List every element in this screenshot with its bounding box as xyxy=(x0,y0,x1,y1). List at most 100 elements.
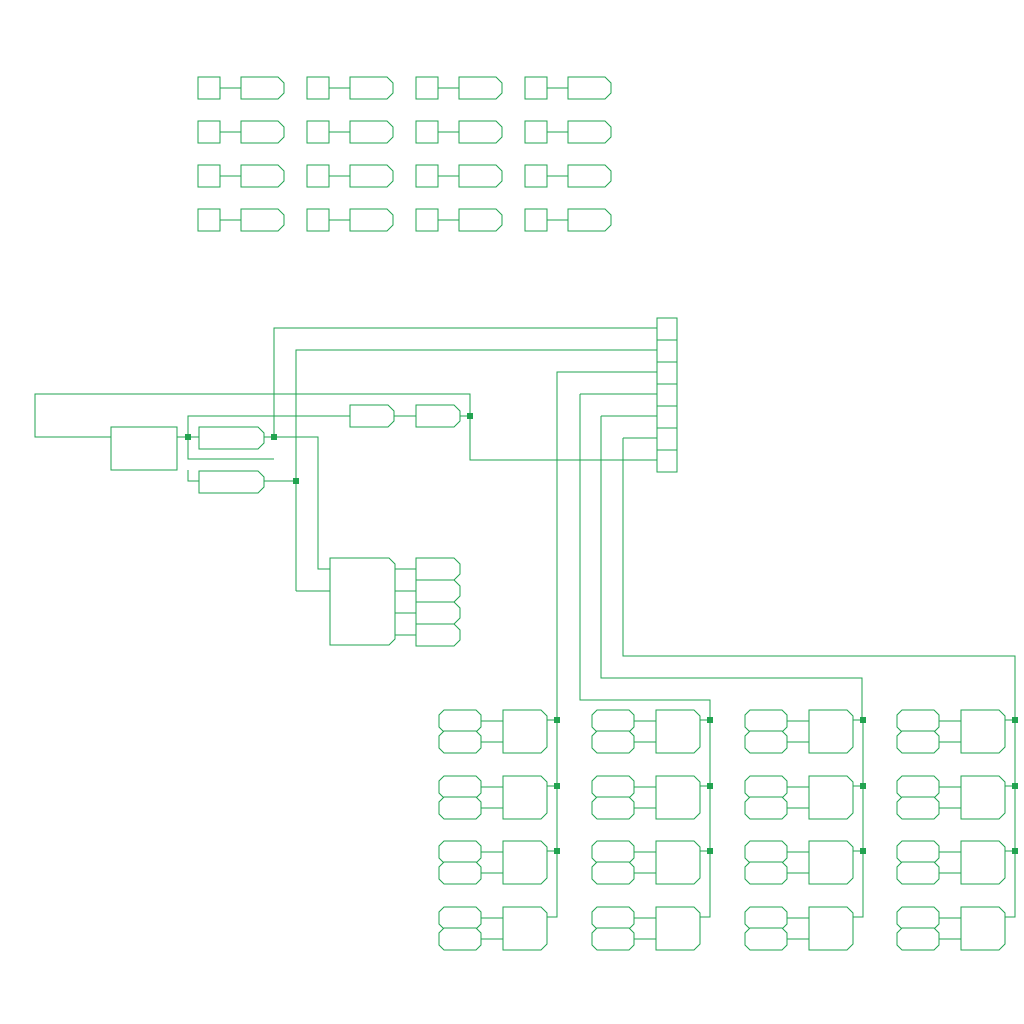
register-output-block xyxy=(349,208,394,232)
output-cell-lower xyxy=(438,796,482,820)
output-register-block xyxy=(655,709,701,754)
register-small-block xyxy=(415,208,439,232)
output-cell-lower xyxy=(744,861,788,885)
output-register-block xyxy=(808,775,854,820)
chain-block-2 xyxy=(415,404,461,428)
output-register-block xyxy=(655,840,701,885)
output-cell-lower xyxy=(438,861,482,885)
register-small-block xyxy=(415,164,439,188)
junction-node xyxy=(707,783,713,789)
output-cell-lower xyxy=(591,796,635,820)
output-register-block xyxy=(960,709,1006,754)
junction-node xyxy=(293,478,299,484)
register-small-block xyxy=(197,76,221,100)
bus-line-6 xyxy=(622,438,1016,720)
output-cell-lower xyxy=(591,730,635,754)
output-register-block xyxy=(808,906,854,951)
bus-line-4 xyxy=(579,394,711,720)
output-cell-lower xyxy=(438,927,482,951)
output-cell-upper xyxy=(438,906,482,930)
register-small-block xyxy=(415,76,439,100)
junction-node xyxy=(1012,848,1018,854)
output-cell-upper xyxy=(591,906,635,930)
junction-node xyxy=(707,717,713,723)
control-pin-lower xyxy=(198,470,265,494)
output-cell-lower xyxy=(591,927,635,951)
register-output-block xyxy=(240,208,285,232)
control-pin-upper xyxy=(198,426,265,450)
register-small-block xyxy=(306,164,330,188)
output-cell-lower xyxy=(438,730,482,754)
junction-node xyxy=(860,848,866,854)
bus-connector-segment xyxy=(656,449,678,473)
output-cell-upper xyxy=(591,709,635,733)
register-output-block xyxy=(240,120,285,144)
junction-node xyxy=(554,717,560,723)
register-small-block xyxy=(197,120,221,144)
register-output-block xyxy=(349,76,394,100)
register-output-block xyxy=(349,164,394,188)
output-cell-lower xyxy=(896,861,940,885)
junction-node xyxy=(271,434,277,440)
register-output-block xyxy=(240,164,285,188)
output-cell-upper xyxy=(896,906,940,930)
register-small-block xyxy=(524,208,548,232)
bus-connector-segment xyxy=(656,383,678,407)
mux-block xyxy=(329,557,396,646)
output-cell-upper xyxy=(744,775,788,799)
output-cell-upper xyxy=(438,775,482,799)
output-register-block xyxy=(960,775,1006,820)
output-register-block xyxy=(502,840,548,885)
junction-node xyxy=(467,413,473,419)
output-cell-upper xyxy=(896,709,940,733)
mux-output-block xyxy=(415,601,461,625)
junction-node xyxy=(1012,717,1018,723)
register-output-block xyxy=(240,76,285,100)
branch-down-wire xyxy=(187,437,274,460)
register-small-block xyxy=(524,120,548,144)
bus-connector-segment xyxy=(656,361,678,385)
register-output-block xyxy=(458,208,503,232)
junction-node xyxy=(860,717,866,723)
control-main-block xyxy=(110,426,178,471)
output-cell-upper xyxy=(896,840,940,864)
output-register-block xyxy=(808,709,854,754)
register-small-block xyxy=(306,208,330,232)
mux-output-block xyxy=(415,557,461,581)
register-output-block xyxy=(567,164,612,188)
output-cell-upper xyxy=(896,775,940,799)
lower-pin-wire xyxy=(187,470,199,482)
output-cell-lower xyxy=(896,730,940,754)
column-bus-wire xyxy=(1005,720,1016,918)
output-cell-upper xyxy=(591,840,635,864)
output-cell-upper xyxy=(744,906,788,930)
output-register-block xyxy=(502,709,548,754)
register-small-block xyxy=(306,76,330,100)
register-small-block xyxy=(306,120,330,144)
output-cell-upper xyxy=(744,840,788,864)
output-register-block xyxy=(808,840,854,885)
junction-node xyxy=(185,434,191,440)
junction-node xyxy=(1012,783,1018,789)
junction-layer xyxy=(185,413,1018,854)
register-output-block xyxy=(567,120,612,144)
output-register-block xyxy=(502,775,548,820)
output-cell-lower xyxy=(744,796,788,820)
bus-line-1 xyxy=(273,327,657,437)
chain-block-1 xyxy=(349,404,395,428)
column-bus-wire xyxy=(853,720,864,918)
column-bus-wire xyxy=(547,720,558,918)
output-register-block xyxy=(960,840,1006,885)
bus-connector-segment xyxy=(656,405,678,429)
register-output-block xyxy=(458,120,503,144)
output-register-block xyxy=(655,775,701,820)
feedback-loop-wire xyxy=(34,393,657,461)
register-output-block xyxy=(349,120,394,144)
block-layer xyxy=(110,76,1006,951)
mux-output-block xyxy=(415,579,461,603)
output-cell-lower xyxy=(896,796,940,820)
output-cell-lower xyxy=(744,730,788,754)
bus-line-5 xyxy=(600,416,863,720)
to-mux-wire xyxy=(264,436,330,570)
wire-layer xyxy=(34,87,1016,940)
